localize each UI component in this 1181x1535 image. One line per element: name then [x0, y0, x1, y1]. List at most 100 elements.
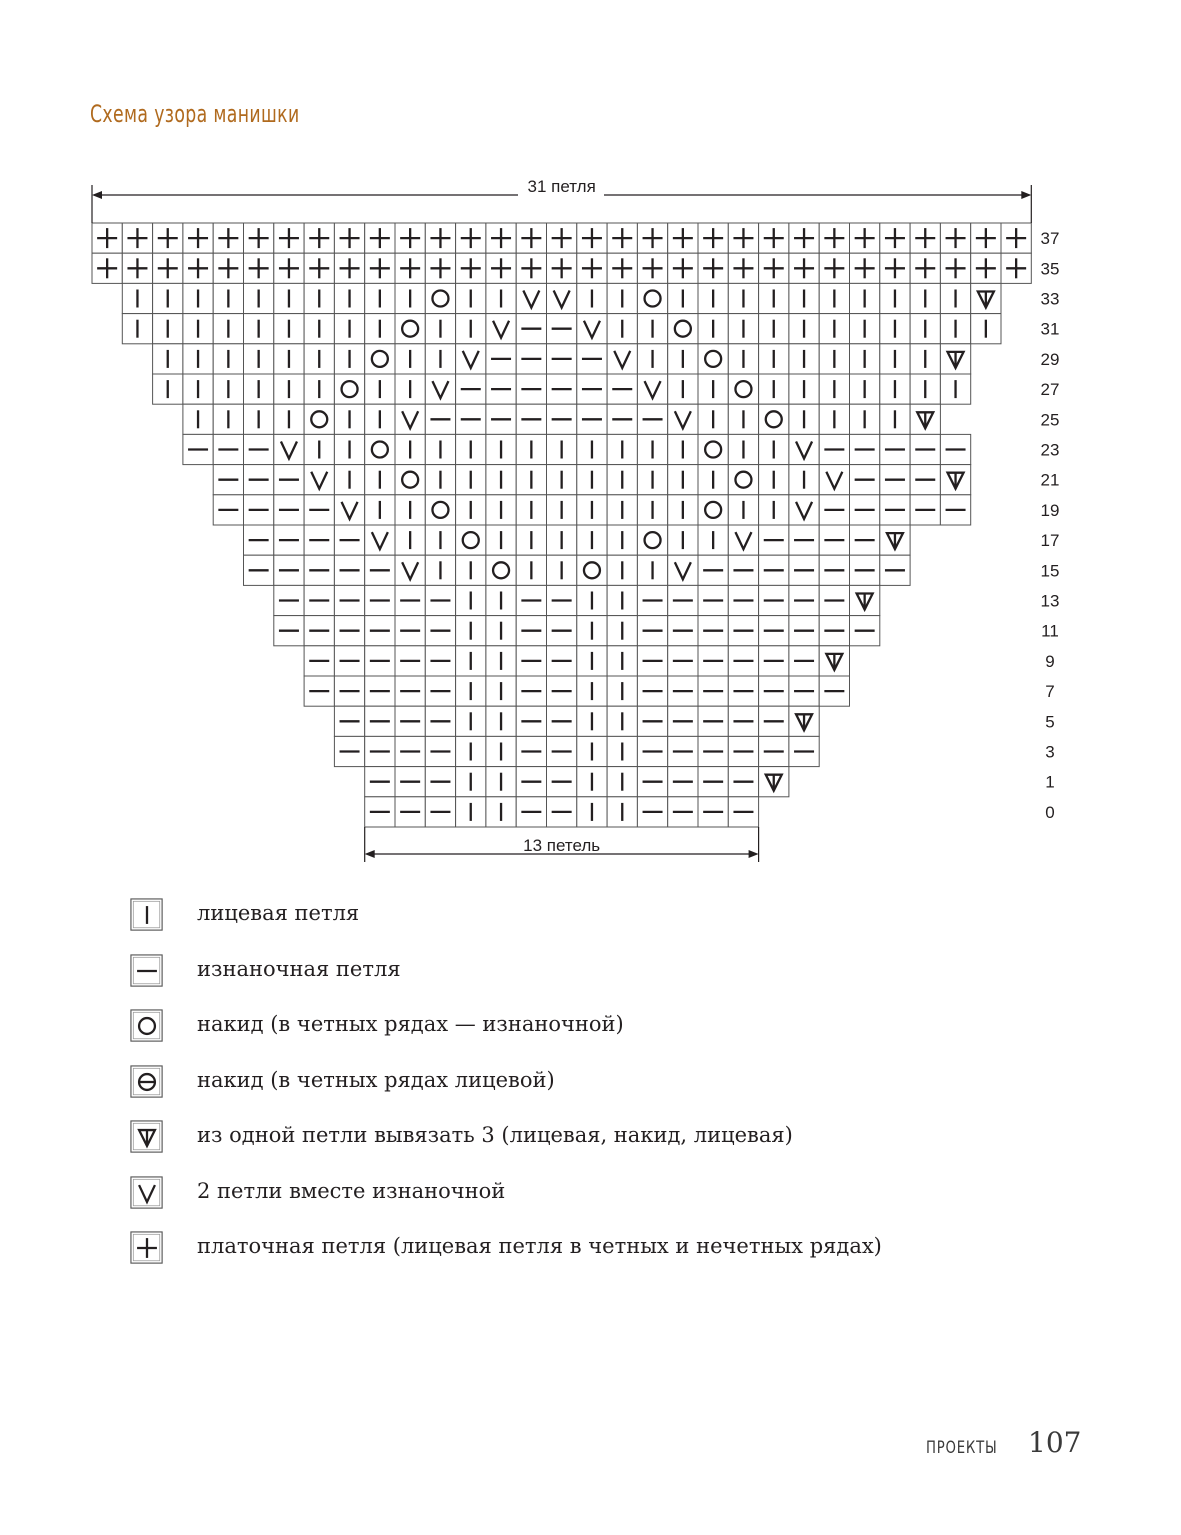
chart-cell-knit: [546, 524, 578, 556]
chart-row-9: 9: [303, 645, 1055, 677]
chart-cell-purl: [212, 464, 244, 496]
legend-item: 2 петли вместе изнаночной: [130, 1175, 1030, 1212]
chart-cell-knit: [667, 433, 699, 466]
chart-cell-purl: [818, 554, 851, 586]
chart-cell-knit: [394, 524, 426, 556]
chart-cell-purl: [364, 735, 396, 768]
chart-cell-yarn-over: [303, 403, 335, 435]
chart-cell-knit: [697, 524, 729, 556]
chart-cell-purl: [515, 343, 548, 375]
chart-cell-purl: [273, 494, 305, 526]
chart-cell-garter-stitch: [515, 252, 548, 284]
chart-cell-knit: [879, 282, 911, 315]
chart-cell-purl: [273, 615, 305, 647]
chart-cell-yarn-over: [364, 343, 396, 375]
chart-cell-garter-stitch: [243, 252, 275, 284]
chart-cell-garter-stitch: [546, 252, 578, 284]
chart-cell-yarn-over: [394, 464, 426, 496]
chart-cell-purl: [697, 554, 729, 586]
top-width-dimension: 31 петля: [91, 176, 1032, 223]
chart-row-11: 11: [273, 615, 1059, 647]
legend-item: накид (в четных рядах лицевой): [130, 1064, 1030, 1101]
chart-cell-garter-stitch: [424, 252, 457, 284]
chart-row-27: 27: [152, 373, 1060, 405]
row-number-label: 9: [1045, 652, 1054, 671]
chart-cell-knit: [636, 554, 669, 586]
chart-cell-knit: [364, 464, 396, 496]
chart-cell-purl: [667, 705, 699, 737]
chart-cell-knit: [939, 313, 972, 345]
chart-cell-knit: [758, 313, 790, 345]
chart-cell-knit: [273, 313, 305, 345]
chart-cell-purl: [879, 433, 911, 466]
chart-cell-purl: [515, 675, 548, 707]
chart-cell-knit: [394, 282, 426, 315]
chart-cell-purl: [727, 645, 760, 677]
chart-cell-knit: [758, 373, 790, 405]
chart-cell-purl: [667, 735, 699, 768]
chart-cell-knit: [758, 282, 790, 315]
chart-cell-knit: [576, 735, 608, 768]
chart-cell-purl: [667, 796, 699, 828]
row-number-label: 19: [1041, 501, 1060, 520]
chart-cell-knit: [849, 282, 881, 315]
chart-cell-knit: [455, 554, 487, 586]
chart-cell-purl: [758, 584, 790, 617]
chart-cell-garter-stitch: [606, 252, 638, 284]
chart-cell-knit: [364, 282, 396, 315]
chart-cell-purl-2-together: [606, 343, 638, 375]
chart-cell-garter-stitch: [1000, 252, 1032, 284]
chart-cell-purl: [424, 705, 457, 737]
chart-cell-purl: [818, 615, 851, 647]
chart-cell-knit: [909, 313, 941, 345]
chart-cell-purl-2-together: [546, 282, 578, 315]
garter-stitch-symbol: [130, 1231, 163, 1264]
row-number-label: 25: [1041, 410, 1060, 429]
chart-cell-knit: [849, 373, 881, 405]
row-number-label: 21: [1041, 471, 1060, 490]
chart-cell-purl: [576, 373, 608, 405]
chart-cell-knit: [758, 464, 790, 496]
chart-cell-purl: [939, 433, 972, 466]
chart-cell-purl: [515, 313, 548, 345]
chart-cell-knit: [636, 313, 669, 345]
chart-cell-purl: [243, 494, 275, 526]
chart-cell-yarn-over: [697, 343, 729, 375]
chart-cell-knit: [576, 464, 608, 496]
purl-symbol: [130, 953, 163, 987]
row-number-label: 7: [1045, 682, 1054, 701]
legend-item: платочная петля (лицевая петля в четных …: [130, 1231, 1030, 1267]
chart-cell-garter-stitch: [394, 252, 426, 284]
page-title: Схема узора манишки: [90, 100, 300, 128]
chart-cell-knit: [788, 282, 820, 315]
chart-cell-knit: [485, 675, 517, 707]
chart-cell-garter-stitch: [727, 252, 760, 284]
chart-cell-purl: [303, 645, 335, 677]
chart-cell-purl: [333, 705, 366, 737]
chart-cell-garter-stitch: [485, 222, 517, 254]
chart-cell-purl: [515, 796, 548, 828]
chart-cell-knit: [818, 313, 851, 345]
chart-cell-purl: [333, 735, 366, 768]
chart-cell-knit: [303, 282, 335, 315]
chart-cell-yarn-over: [333, 373, 366, 405]
chart-cell-garter-stitch: [879, 252, 911, 284]
row-number-label: 29: [1041, 350, 1060, 369]
row-number-label: 27: [1041, 380, 1060, 399]
top-width-dimension-text: 31 петля: [528, 177, 596, 196]
chart-cell-garter-stitch: [697, 222, 729, 254]
chart-cell-garter-stitch: [939, 252, 972, 284]
chart-cell-purl-2-together: [788, 433, 820, 466]
chart-cell-purl: [333, 524, 366, 556]
chart-cell-purl: [394, 675, 426, 707]
chart-cell-purl: [364, 584, 396, 617]
chart-cell-purl: [818, 584, 851, 617]
chart-cell-garter-stitch: [636, 222, 669, 254]
chart-cell-purl: [667, 645, 699, 677]
chart-cell-purl: [424, 615, 457, 647]
chart-cell-knit: [788, 403, 820, 435]
chart-cell-purl: [849, 494, 881, 526]
chart-cell-knit: [667, 282, 699, 315]
chart-cell-knit: [455, 494, 487, 526]
chart-cell-knit: [667, 373, 699, 405]
